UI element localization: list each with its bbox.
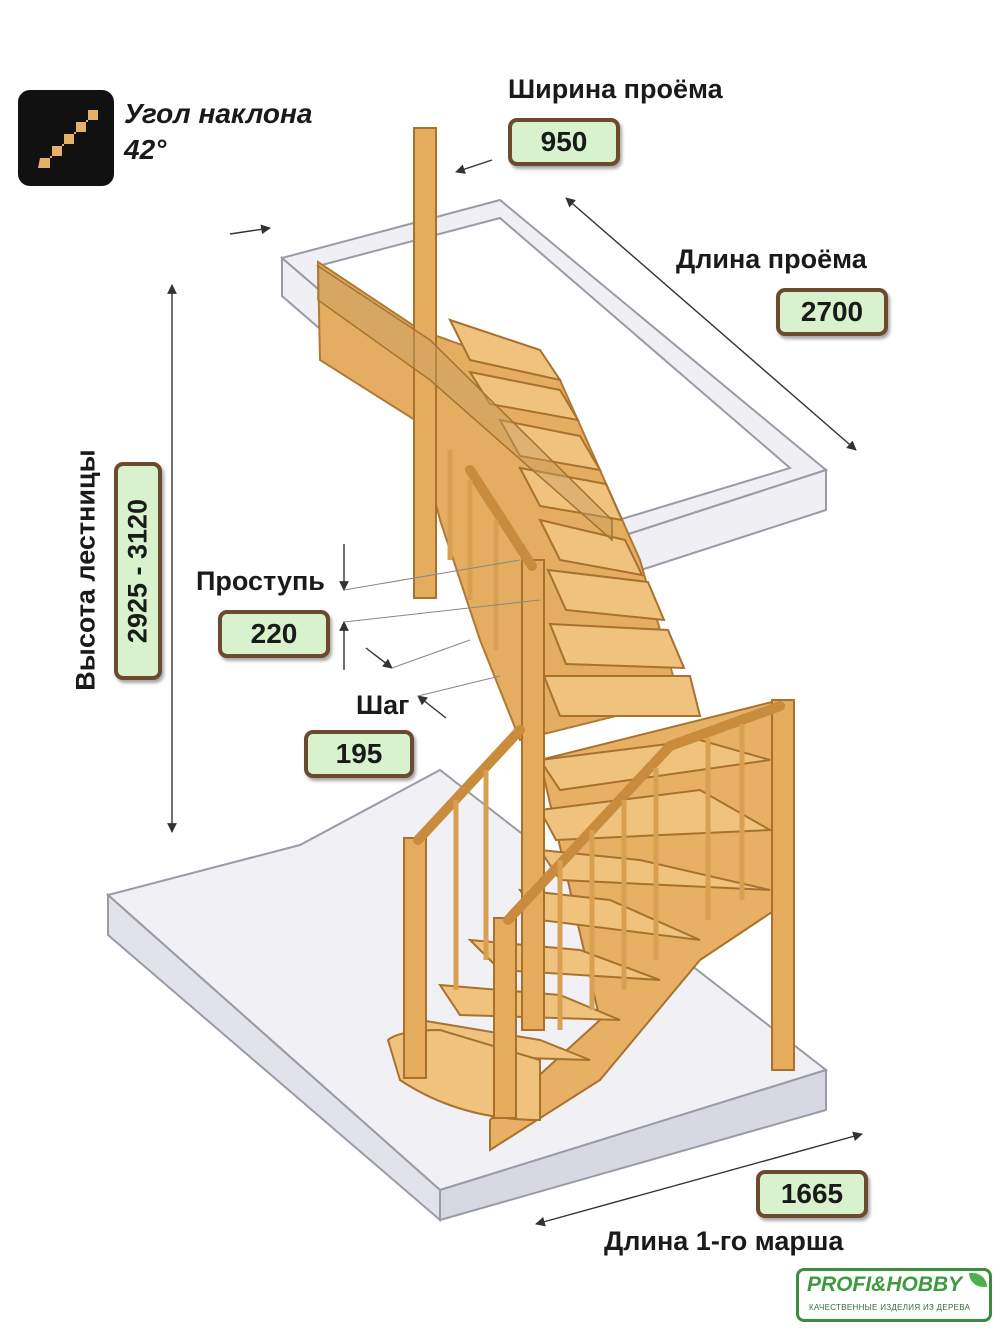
angle-block: Угол наклона 42°	[124, 96, 312, 168]
opening-length-label: Длина проёма	[676, 244, 867, 274]
brand-tagline: КАЧЕСТВЕННЫЕ ИЗДЕЛИЯ ИЗ ДЕРЕВА	[809, 1303, 971, 1312]
tread-value: 220	[218, 610, 330, 658]
leaf-icon	[969, 1273, 987, 1287]
step-value: 195	[304, 730, 414, 778]
staircase-model	[316, 127, 795, 1152]
stairs-icon	[18, 90, 114, 186]
brand-logo: PROFI&HOBBY КАЧЕСТВЕННЫЕ ИЗДЕЛИЯ ИЗ ДЕРЕ…	[796, 1268, 992, 1322]
angle-label: Угол наклона	[124, 98, 313, 129]
stair-height-label: Высота лестницы	[70, 449, 101, 691]
tread-label: Проступь	[196, 566, 325, 596]
angle-value: 42°	[124, 134, 167, 165]
opening-width-value: 950	[508, 118, 620, 166]
first-flight-length-label: Длина 1-го марша	[604, 1226, 844, 1256]
stair-height-value: 2925 - 3120	[114, 462, 162, 680]
dimension-lines	[167, 159, 863, 1227]
step-label: Шаг	[356, 690, 410, 720]
brand-name: PROFI&HOBBY	[807, 1273, 963, 1296]
first-flight-length-value: 1665	[756, 1170, 868, 1218]
opening-width-label: Ширина проёма	[508, 74, 723, 104]
opening-length-value: 2700	[776, 288, 888, 336]
